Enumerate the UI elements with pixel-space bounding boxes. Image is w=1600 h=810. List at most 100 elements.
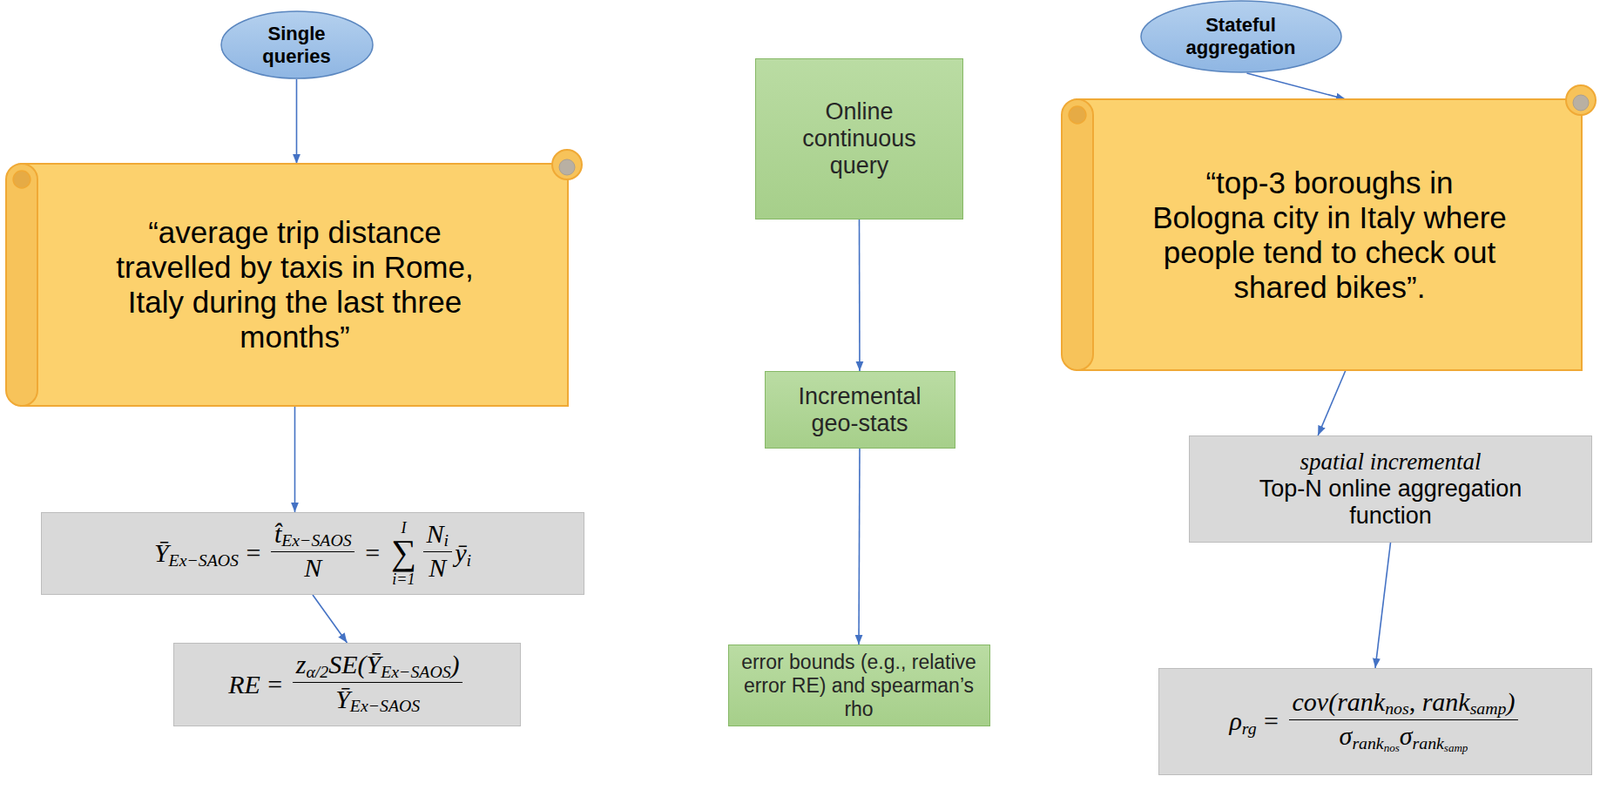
formula-text: rank bbox=[1336, 687, 1385, 718]
formula: ȲEx−SAOS=t̂Ex−SAOSN=I∑i=1NiNȳi bbox=[154, 519, 472, 589]
summation: I∑i=1 bbox=[391, 519, 417, 588]
subscript: i bbox=[444, 530, 450, 551]
query-scroll: “top-3 boroughs in Bologna city in Italy… bbox=[1060, 83, 1599, 386]
node-content: ȲEx−SAOS=t̂Ex−SAOSN=I∑i=1NiNȳi bbox=[154, 519, 472, 589]
scroll-curl-inner bbox=[1572, 94, 1589, 111]
scroll-body bbox=[1076, 99, 1582, 371]
formula-text: i bbox=[444, 530, 450, 551]
formula-text: rank bbox=[1422, 687, 1471, 718]
connector bbox=[1375, 542, 1391, 669]
subscript: α/2 bbox=[305, 661, 329, 682]
node-content: Single queries bbox=[244, 22, 350, 68]
formula-text: N bbox=[426, 519, 445, 550]
sum-limit: I bbox=[400, 519, 406, 536]
formula-text: rg bbox=[1242, 718, 1257, 739]
formula-text: Ex−SAOS bbox=[168, 550, 239, 571]
formula-text: t̂ bbox=[274, 519, 282, 550]
node-content: Stateful aggregation bbox=[1162, 13, 1320, 60]
process-box: Incremental geo-stats bbox=[764, 371, 956, 449]
formula-text: ) bbox=[451, 649, 460, 681]
scroll-body bbox=[20, 163, 568, 406]
formula-text: σ bbox=[1339, 721, 1353, 752]
node-content: Online continuous query bbox=[769, 98, 949, 180]
subscript: Ex−SAOS bbox=[168, 550, 239, 571]
subscript: nos bbox=[1384, 698, 1409, 719]
node-content: error bounds (e.g., relative error RE) a… bbox=[735, 650, 984, 722]
fraction: NiN bbox=[423, 519, 453, 589]
node-content: RE=zα/2SE(ȲEx−SAOS)ȲEx−SAOS bbox=[228, 649, 466, 720]
formula-text: N bbox=[428, 553, 446, 584]
subscript: Ex−SAOS bbox=[281, 530, 352, 551]
query-scroll: “average trip distance travelled by taxi… bbox=[5, 148, 585, 422]
formula-text: N bbox=[303, 553, 322, 584]
formula: ρrg=cov(ranknos,ranksamp)σranknosσranksa… bbox=[1228, 687, 1521, 757]
formula-text: nos bbox=[1383, 741, 1400, 755]
connector bbox=[294, 405, 297, 513]
formula-text: rank bbox=[1412, 733, 1445, 754]
formula-text: Ȳ bbox=[154, 538, 169, 568]
subscript: ranksamp bbox=[1412, 733, 1469, 754]
scroll-roll bbox=[6, 163, 38, 406]
numerator: Ni bbox=[423, 519, 453, 553]
formula-text: rank bbox=[1351, 733, 1384, 754]
connector bbox=[858, 219, 861, 372]
subscript: rg bbox=[1242, 718, 1257, 739]
node-label: Incremental geo-stats bbox=[775, 383, 946, 438]
numerator: t̂Ex−SAOS bbox=[270, 519, 355, 553]
scroll-roll bbox=[1061, 99, 1094, 371]
function-box: spatial incrementalTop-N online aggregat… bbox=[1188, 435, 1593, 543]
node-label: spatial incremental bbox=[1299, 448, 1481, 476]
formula-box: ȲEx−SAOS=t̂Ex−SAOSN=I∑i=1NiNȳi bbox=[40, 512, 585, 595]
formula-text: ∑ bbox=[391, 535, 417, 572]
node-content: spatial incrementalTop-N online aggregat… bbox=[1242, 448, 1540, 530]
node-label: “top-3 boroughs in Bologna city in Italy… bbox=[1147, 165, 1513, 305]
node-content: Incremental geo-stats bbox=[775, 383, 946, 438]
formula-text: = bbox=[267, 669, 283, 700]
denominator: N bbox=[301, 552, 325, 589]
denominator: σranknosσranksamp bbox=[1336, 720, 1472, 757]
node-content: “average trip distance travelled by taxi… bbox=[99, 215, 492, 355]
subscript: samp bbox=[1470, 698, 1507, 719]
formula-text: Ex−SAOS bbox=[281, 530, 352, 551]
formula: RE=zα/2SE(ȲEx−SAOS)ȲEx−SAOS bbox=[228, 649, 466, 720]
denominator: N bbox=[425, 552, 450, 589]
formula-text: samp bbox=[1470, 698, 1507, 719]
formula-text: , bbox=[1409, 687, 1417, 718]
formula-box: ρrg=cov(ranknos,ranksamp)σranknosσranksa… bbox=[1158, 668, 1593, 776]
process-box: Online continuous query bbox=[755, 58, 964, 220]
formula-text: I bbox=[400, 519, 406, 537]
subscript: samp bbox=[1444, 741, 1469, 755]
formula-text: samp bbox=[1444, 741, 1469, 755]
category-ellipse: Stateful aggregation bbox=[1140, 0, 1343, 74]
scroll-curl bbox=[1566, 85, 1596, 115]
node-label: Stateful aggregation bbox=[1162, 13, 1320, 60]
formula-text: σ bbox=[1399, 721, 1413, 752]
numerator: cov(ranknos,ranksamp) bbox=[1289, 687, 1519, 721]
scroll-roll-end bbox=[1068, 106, 1087, 124]
formula-text: ) bbox=[1505, 687, 1515, 718]
formula-text: cov( bbox=[1292, 687, 1338, 718]
category-ellipse: Single queries bbox=[220, 10, 374, 80]
denominator: ȲEx−SAOS bbox=[332, 682, 424, 720]
subscript: ranknos bbox=[1351, 733, 1399, 754]
fraction: cov(ranknos,ranksamp)σranknosσranksamp bbox=[1289, 687, 1519, 757]
formula-text: = bbox=[245, 538, 261, 568]
formula-text: SE( bbox=[328, 649, 366, 681]
numerator: zα/2SE(ȲEx−SAOS) bbox=[292, 649, 463, 683]
formula-text: Ex−SAOS bbox=[380, 661, 451, 682]
scroll-curl bbox=[552, 149, 582, 180]
formula-text: nos bbox=[1384, 698, 1409, 719]
connector bbox=[312, 594, 348, 643]
formula-text: Ȳ bbox=[366, 649, 382, 681]
connector bbox=[296, 79, 298, 164]
formula-text: ρ bbox=[1228, 706, 1242, 736]
fraction: t̂Ex−SAOSN bbox=[270, 519, 355, 589]
subscript: nos bbox=[1383, 741, 1400, 755]
scroll-curl-inner bbox=[559, 159, 575, 176]
node-label: error bounds (e.g., relative error RE) a… bbox=[735, 650, 984, 722]
formula-text: Ex−SAOS bbox=[350, 695, 420, 716]
node-label: Single queries bbox=[244, 22, 350, 68]
process-box: error bounds (e.g., relative error RE) a… bbox=[728, 644, 991, 727]
connector bbox=[858, 448, 860, 645]
